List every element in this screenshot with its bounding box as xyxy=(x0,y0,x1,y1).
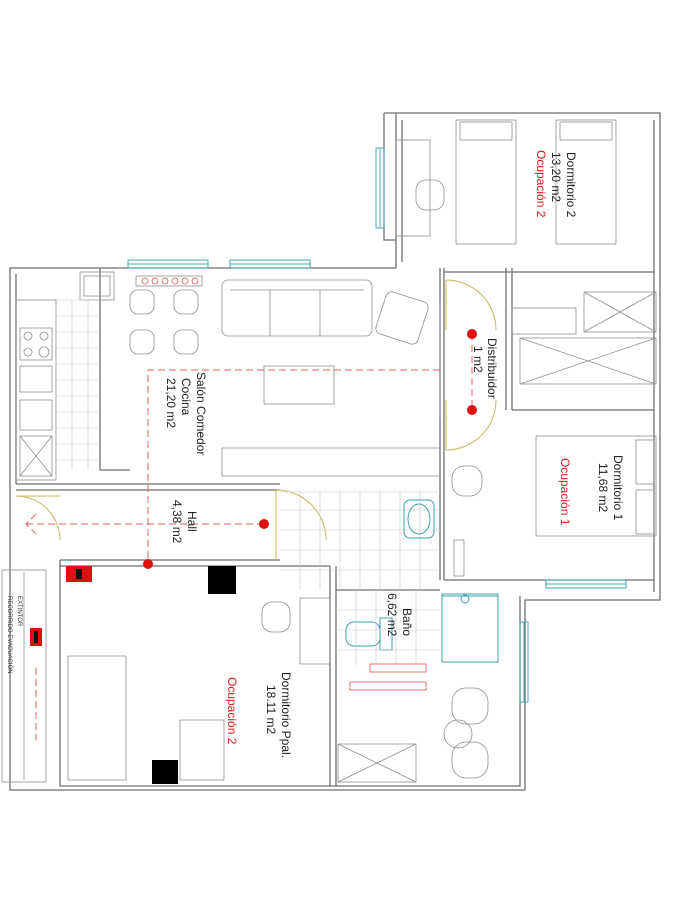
legend-recorrido-label: RECORRIDO EVACUACIÓN xyxy=(6,596,13,674)
bano-name: Baño xyxy=(400,608,414,636)
salon-name2: Cocina xyxy=(179,378,193,416)
dormitorio2-occupancy: Ocupación 2 xyxy=(534,150,548,218)
salon-area: 21,20 m2 xyxy=(164,378,178,428)
dormitorio1-name: Dormitorio 1 xyxy=(611,455,625,521)
legend-extinguisher-icon xyxy=(30,628,42,646)
dormitorio-ppal-occupancy: Ocupación 2 xyxy=(225,677,239,745)
hall-name: Hall xyxy=(185,511,199,532)
windows xyxy=(127,147,627,703)
bedroom2-furniture xyxy=(395,119,657,335)
bano-area: 6,62 m2 xyxy=(385,593,399,637)
distribuidor-area: 1 m2 xyxy=(471,346,485,373)
dining-set xyxy=(129,275,203,355)
pillar xyxy=(152,760,178,784)
evacuation-route xyxy=(25,329,477,569)
distribuidor-name: Distribuidor xyxy=(485,338,499,399)
living-furniture xyxy=(221,279,441,420)
extinguisher-icon xyxy=(66,566,92,582)
pillar xyxy=(208,566,236,594)
interior-walls xyxy=(16,268,654,786)
wardrobe xyxy=(519,337,657,385)
dormitorio1-area: 11,68 m2 xyxy=(596,463,610,512)
bathroom-fixtures xyxy=(336,499,499,691)
dormitorio-ppal-area: 18.11 m2 xyxy=(264,685,278,734)
legend-extintor-label: EXTINTOR xyxy=(16,596,22,627)
doors xyxy=(15,279,497,560)
hall-area: 4,38 m2 xyxy=(170,500,184,544)
dormitorio2-area: 13,20 m2 xyxy=(549,152,563,202)
hall-floor xyxy=(280,490,440,590)
master-bedroom-furniture xyxy=(67,597,489,783)
legend: EXTINTOR RECORRIDO EVACUACIÓN xyxy=(1,569,47,783)
dormitorio2-name: Dormitorio 2 xyxy=(564,152,578,218)
dormitorio1-occupancy: Ocupación 1 xyxy=(558,458,572,526)
kitchen xyxy=(15,271,115,481)
dormitorio-ppal-name: Dormitorio Ppal. xyxy=(279,672,293,758)
salon-name: Salón Comedor xyxy=(194,372,208,455)
exterior-walls xyxy=(9,112,661,791)
bedroom1-furniture xyxy=(451,435,657,577)
